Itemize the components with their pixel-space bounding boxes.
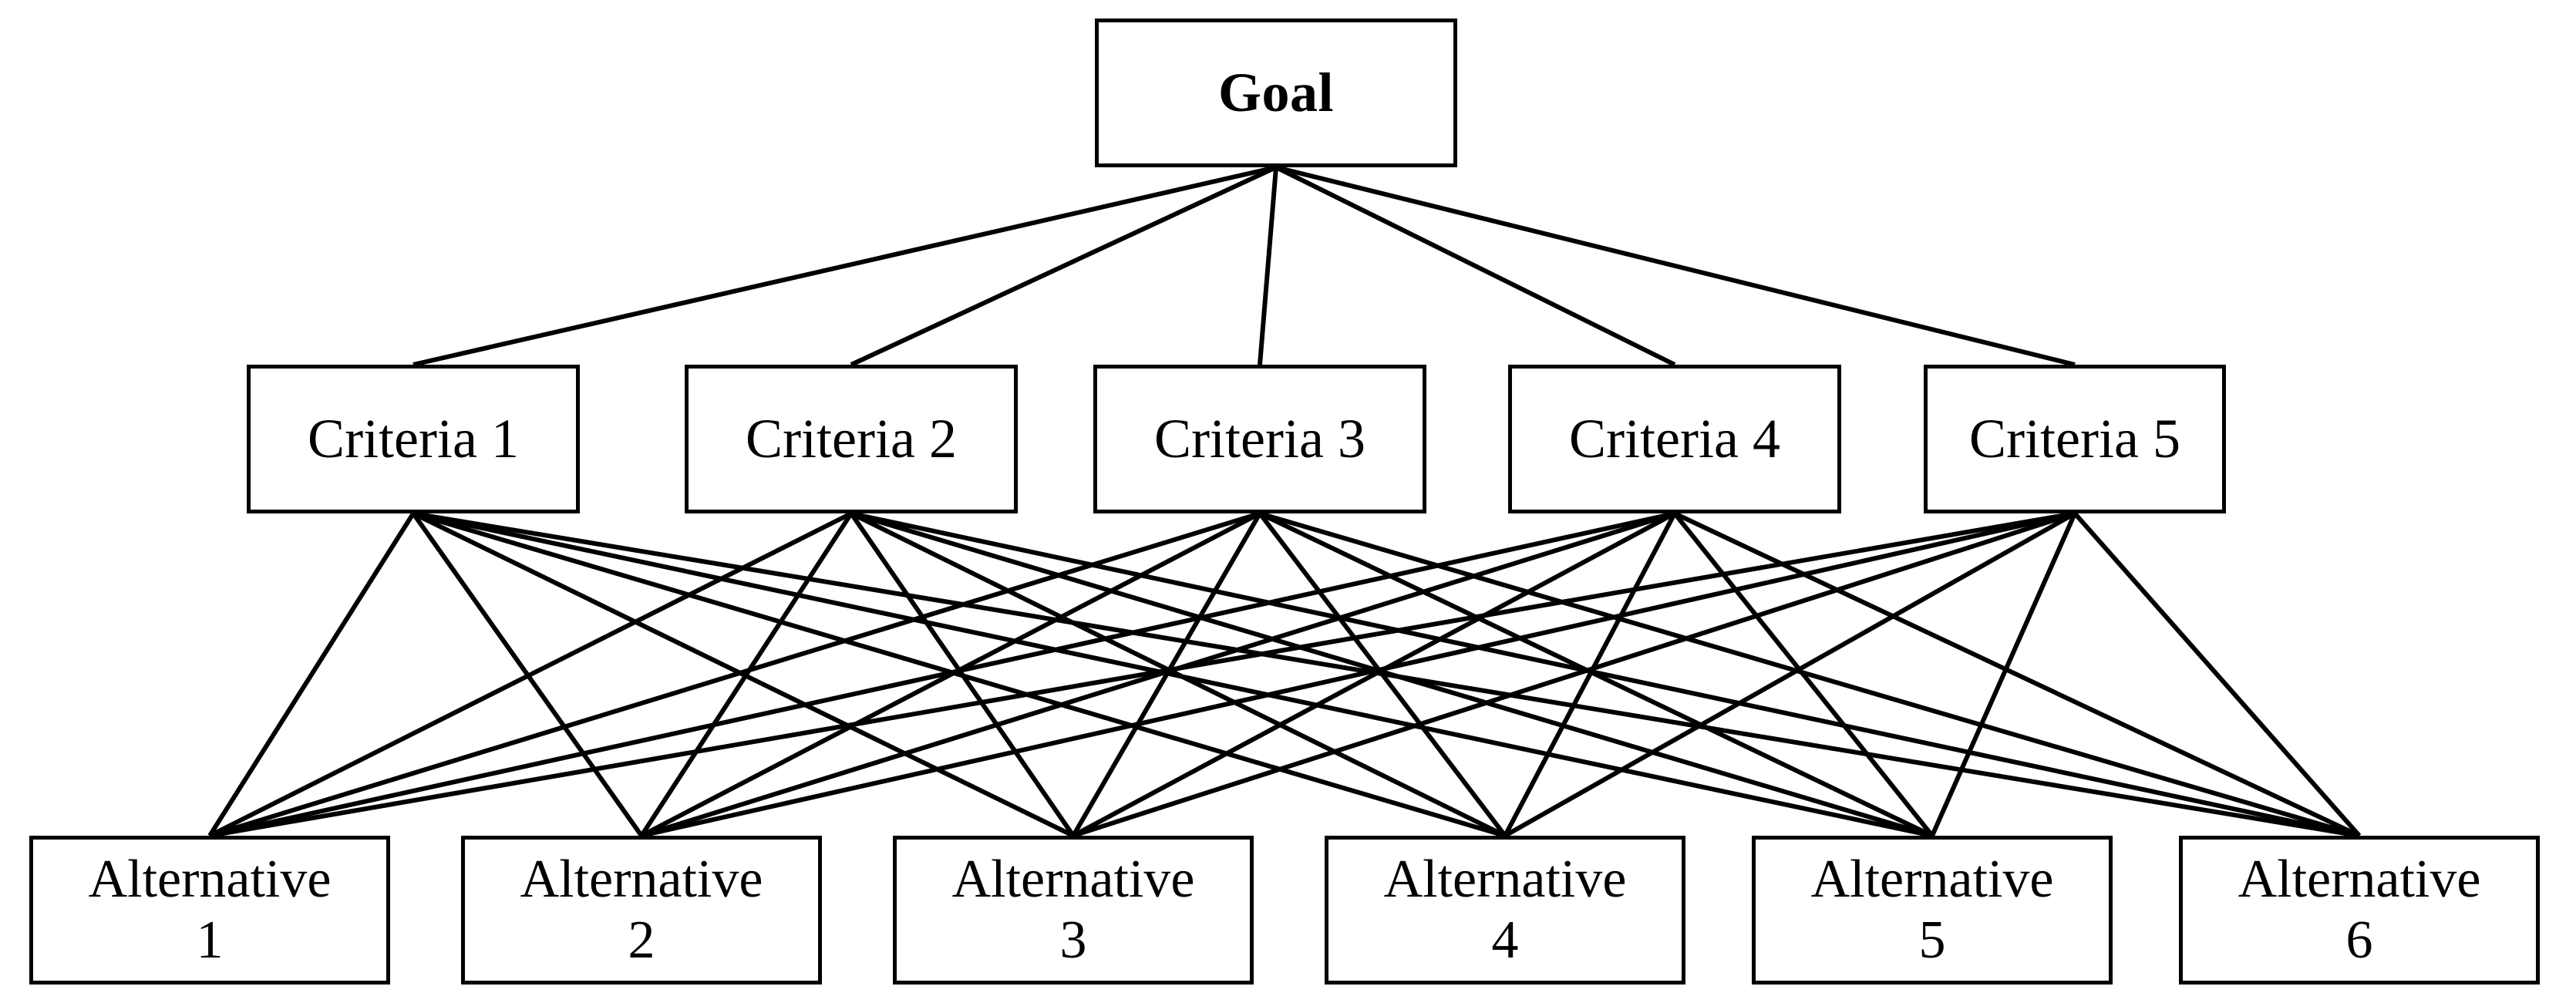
- edge-c2-a3: [849, 512, 1076, 837]
- edge-c3-a1: [209, 511, 1261, 838]
- edge-c2-a5: [850, 511, 1933, 838]
- node-label: Criteria 1: [308, 408, 519, 470]
- edge-c5-a6: [2073, 512, 2362, 837]
- edge-c1-a6: [412, 511, 2360, 838]
- node-criteria-c5[interactable]: Criteria 5: [1924, 365, 2226, 513]
- edge-c5-a4: [1504, 511, 2076, 838]
- node-label: Alternative 3: [951, 850, 1195, 970]
- edge-goal-c4: [1275, 165, 1676, 367]
- node-alternative-a2[interactable]: Alternative 2: [461, 836, 822, 984]
- node-label: Criteria 2: [746, 408, 957, 470]
- node-alternative-a6[interactable]: Alternative 6: [2179, 836, 2540, 984]
- node-criteria-c1[interactable]: Criteria 1: [247, 365, 580, 513]
- edge-c5-a1: [209, 511, 2076, 838]
- edge-goal-c3: [1258, 167, 1278, 365]
- node-label: Alternative 6: [2238, 850, 2481, 970]
- node-alternative-a1[interactable]: Alternative 1: [29, 836, 390, 984]
- edge-c1-a1: [207, 512, 416, 837]
- node-alternative-a4[interactable]: Alternative 4: [1325, 836, 1685, 984]
- node-label: Criteria 4: [1569, 408, 1780, 470]
- node-alternative-a3[interactable]: Alternative 3: [893, 836, 1254, 984]
- edge-goal-c1: [412, 165, 1277, 367]
- node-goal-goal[interactable]: Goal: [1095, 19, 1457, 167]
- edge-c4-a6: [1673, 511, 2361, 838]
- edge-c3-a6: [1259, 511, 2360, 838]
- node-criteria-c2[interactable]: Criteria 2: [685, 365, 1018, 513]
- edge-c3-a2: [640, 511, 1261, 838]
- edge-c4-a5: [1672, 512, 1935, 837]
- edge-c3-a4: [1258, 512, 1507, 837]
- edges-criteria-to-alternatives: [207, 511, 2362, 838]
- node-label: Alternative 2: [520, 850, 763, 970]
- edge-c2-a4: [850, 511, 1507, 838]
- node-label: Criteria 3: [1154, 408, 1365, 470]
- edge-c1-a2: [411, 512, 644, 837]
- node-alternative-a5[interactable]: Alternative 5: [1752, 836, 2113, 984]
- edge-goal-c5: [1275, 165, 2076, 367]
- edge-c2-a1: [208, 511, 853, 838]
- node-label: Alternative 4: [1383, 850, 1627, 970]
- edge-c3-a3: [1071, 512, 1262, 837]
- edge-c4-a4: [1503, 512, 1677, 837]
- edge-c4-a2: [641, 511, 1675, 838]
- edges-goal-to-criteria: [412, 165, 2076, 367]
- node-criteria-c4[interactable]: Criteria 4: [1508, 365, 1841, 513]
- edge-c4-a3: [1072, 511, 1676, 838]
- edge-goal-c2: [850, 165, 1278, 367]
- node-label: Goal: [1217, 62, 1334, 124]
- edge-c2-a2: [639, 512, 854, 837]
- edge-c1-a3: [412, 511, 1075, 838]
- node-label: Criteria 5: [1969, 408, 2180, 470]
- edge-c1-a4: [412, 511, 1506, 838]
- node-label: Alternative 1: [88, 850, 332, 970]
- edge-c5-a3: [1072, 511, 2076, 838]
- edge-c3-a5: [1258, 511, 1934, 838]
- edge-c5-a5: [1930, 512, 2077, 837]
- edge-c1-a5: [412, 511, 1933, 838]
- edge-c5-a2: [641, 511, 2076, 838]
- node-label: Alternative 5: [1810, 850, 2054, 970]
- edge-c2-a6: [850, 511, 2360, 838]
- node-criteria-c3[interactable]: Criteria 3: [1093, 365, 1426, 513]
- edge-c4-a1: [209, 511, 1675, 838]
